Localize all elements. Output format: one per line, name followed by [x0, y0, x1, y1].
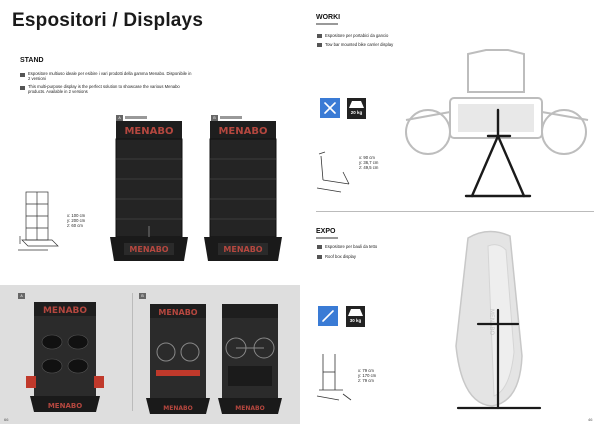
expo-heading: EXPO: [316, 228, 336, 235]
example-a-logo: MENABO: [43, 306, 87, 316]
stand-dimension-drawing: [18, 191, 59, 251]
worki-dim-z: z: 49,5 cm: [359, 165, 379, 171]
expo-weight-badge: 30 kg: [346, 306, 365, 327]
expo-weight-value: 30 kg: [349, 318, 362, 323]
worki-product-image: [405, 49, 589, 198]
weight-icon: [349, 101, 364, 108]
page-title: Espositori / Displays: [12, 10, 204, 31]
stand-a-tag: A: [116, 115, 123, 121]
stand-dim-x: x: 100 cm: [67, 213, 86, 218]
english-flag-icon: [20, 86, 25, 90]
stand-desc-it: Espositore multiuso ideale per esibire i…: [28, 71, 192, 82]
weight-icon: [348, 309, 363, 316]
section-divider: [316, 211, 594, 212]
expo-dims: x: 79 cm y: 170 cm z: 79 cm: [358, 368, 376, 384]
example-b1-base-logo: MENABO: [163, 405, 192, 412]
stand-dims: x: 100 cm y: 200 cm z: 60 cm: [67, 213, 85, 229]
stand-a-code: [125, 116, 147, 119]
worki-weight-badge: 20 kg: [347, 98, 366, 119]
worki-code: [316, 23, 338, 25]
example-b-tag: B: [139, 293, 146, 299]
stand-b-image: MENABO MENABO: [204, 121, 282, 261]
stand-desc-en: This multi-purpose display is the perfec…: [28, 84, 180, 95]
example-b1-logo: MENABO: [158, 308, 197, 317]
worki-dimension-drawing: [316, 151, 350, 193]
stand-a-logo: MENABO: [124, 126, 173, 137]
expo-dim-y: y: 170 cm: [358, 373, 377, 379]
panel-divider: [132, 293, 133, 411]
wrench-icon: [322, 310, 334, 322]
stand-a-image: MENABO MENABO: [110, 121, 188, 261]
worki-dim-x: x: 90 cm: [359, 155, 375, 160]
stand-a-base-logo: MENABO: [129, 245, 168, 254]
expo-box-logo: MENABO: [488, 309, 495, 336]
italian-flag-icon: [20, 73, 25, 77]
page-number-left: 66: [4, 417, 9, 422]
expo-product-image: MENABO: [455, 230, 542, 410]
worki-tool-icon: [320, 98, 340, 118]
example-a-image: MENABO MENABO: [26, 302, 104, 412]
wrench-icon: [324, 102, 336, 114]
expo-dimension-drawing: [316, 354, 352, 401]
stand-heading: STAND: [20, 57, 44, 64]
expo-desc-en: Roof box display: [325, 254, 356, 259]
expo-tool-icon: [318, 306, 338, 326]
stand-dim-z: z: 60 cm: [67, 223, 83, 229]
stand-dim-y: y: 200 cm: [67, 218, 86, 224]
stand-b-tag: B: [211, 115, 218, 121]
expo-desc-it: Espositore per bauli da tetto: [325, 244, 378, 249]
expo-english-flag-icon: [317, 255, 322, 259]
example-b2-image: MENABO: [218, 304, 282, 414]
expo-code: [316, 237, 338, 239]
stand-b-base-logo: MENABO: [223, 245, 262, 254]
example-a-base-logo: MENABO: [48, 402, 82, 410]
worki-desc-it: Espositore per portabici da gancio: [325, 33, 389, 38]
stand-b-code: [220, 116, 242, 119]
worki-english-flag-icon: [317, 43, 322, 47]
stand-b-logo: MENABO: [218, 126, 267, 137]
example-a-tag: A: [18, 293, 25, 299]
worki-dims: x: 90 cm y: 36,7 cm z: 49,5 cm: [359, 155, 378, 171]
page-number-right: 46: [588, 417, 593, 422]
worki-heading: WORKI: [316, 14, 341, 21]
expo-italian-flag-icon: [317, 245, 322, 249]
worki-desc-en: Tow bar mounted bike carrier display: [325, 42, 394, 47]
worki-italian-flag-icon: [317, 34, 322, 38]
example-b2-base-logo: MENABO: [235, 405, 264, 412]
worki-weight-value: 20 kg: [350, 110, 363, 115]
worki-dim-y: y: 36,7 cm: [359, 160, 379, 166]
expo-dim-x: x: 79 cm: [358, 368, 374, 373]
example-b1-image: MENABO MENABO: [146, 304, 210, 414]
expo-dim-z: z: 79 cm: [358, 378, 374, 384]
